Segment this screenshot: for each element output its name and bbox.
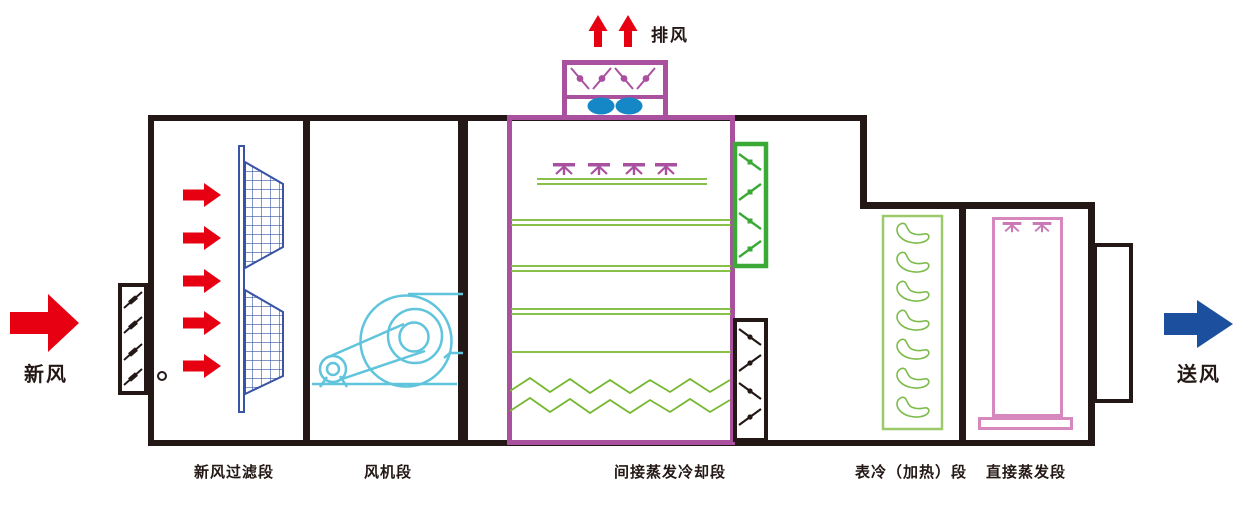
supply-outlet: 送风: [1093, 243, 1233, 403]
divider-filter-fan: [303, 115, 310, 446]
coil-tubes: [896, 222, 930, 418]
exhaust-arrows: [588, 15, 638, 47]
fresh-air-label: 新风: [24, 362, 68, 386]
evap-media-base: [978, 417, 1073, 430]
casing-step-wall: [860, 115, 867, 209]
fan-right-wall: [458, 115, 468, 446]
indirect-evap-section: [507, 115, 735, 445]
evap-media-panel: [992, 217, 1063, 417]
filter-bags: [244, 160, 284, 396]
fan-scroll: [359, 294, 453, 388]
water-zigzag-lower: [509, 396, 731, 415]
filter-section: [183, 145, 284, 413]
label-surface-cooling-section: 表冷（加热）段: [855, 463, 967, 481]
casing-right-wall: [1088, 203, 1095, 446]
indirect-evap-housing: [507, 115, 735, 445]
fan-hub-pulley: [398, 321, 430, 353]
water-zigzag-upper: [509, 376, 731, 395]
fan-belt-lower: [338, 349, 426, 382]
label-indirect-evap-section: 间接蒸发冷却段: [614, 463, 726, 481]
direct-evap-media: [978, 217, 1073, 430]
spray-nozzles: [551, 161, 679, 177]
fresh-air-inlet: 新风: [10, 283, 167, 395]
supply-air-label: 送风: [1177, 362, 1221, 386]
motor-leg-left: [318, 376, 329, 388]
fan-impeller: [386, 307, 444, 365]
label-filter-section: 新风过滤段: [194, 463, 274, 481]
label-direct-evap-section: 直接蒸发段: [986, 463, 1066, 481]
fresh-air-arrow: [10, 294, 79, 352]
inlet-damper: [118, 283, 148, 395]
exhaust-air-label: 排风: [651, 25, 689, 45]
motor-pulley-hub: [325, 361, 341, 377]
exhaust-damper-blades: [570, 67, 656, 90]
evap-spray-nozzles: [1001, 220, 1053, 234]
airflow-arrows: [183, 183, 221, 378]
motor-pulley: [318, 354, 348, 384]
coil-frame: [881, 214, 944, 431]
fan-belt-upper: [325, 322, 405, 360]
exhaust-assembly: 排风: [562, 15, 689, 120]
section-labels: 新风过滤段 风机段 间接蒸发冷却段 表冷（加热）段 直接蒸发段: [194, 463, 1066, 481]
divider-coil-evap: [959, 202, 966, 446]
supply-air-arrow: [1164, 300, 1233, 348]
casing-lower-top-border: [860, 202, 1095, 209]
drain-port-icon: [157, 371, 167, 381]
filter-frame: [238, 145, 245, 413]
exhaust-propeller-icon: [587, 97, 643, 115]
label-fan-section: 风机段: [364, 463, 412, 481]
return-damper-green: [732, 141, 769, 269]
heat-exchanger-plates: [509, 178, 731, 415]
unit-casing: [148, 115, 1095, 446]
cooling-coil: [881, 214, 944, 431]
fan-outlet-bottom: [443, 351, 463, 359]
outlet-duct: [1093, 243, 1133, 403]
casing-left-wall: [148, 115, 154, 446]
return-damper-black: [733, 318, 768, 442]
fan-assembly: [312, 292, 463, 388]
exhaust-box: [562, 60, 668, 120]
